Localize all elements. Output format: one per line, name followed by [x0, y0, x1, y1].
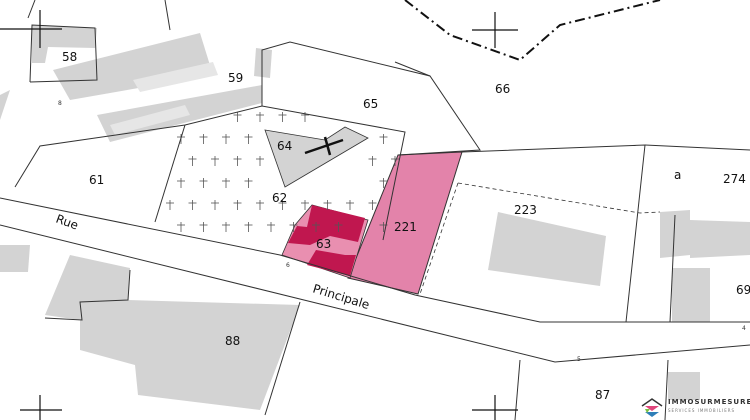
- parcel-label-65: 65: [363, 97, 378, 111]
- parcel-label-274: 274: [723, 172, 746, 186]
- parcel-label-87: 87: [595, 388, 610, 402]
- house-number-6: 6: [286, 262, 290, 269]
- parcel-label-58: 58: [62, 50, 77, 64]
- house-number-4: 4: [742, 325, 746, 332]
- parcel-label-223: 223: [514, 203, 537, 217]
- parcel-label-63: 63: [316, 237, 331, 251]
- parcel-221-highlight: [347, 151, 463, 295]
- logo-name: IMMOSURMESURE: [668, 398, 750, 406]
- logo: IMMOSURMESURE SERVICES IMMOBILIERS: [640, 396, 750, 420]
- parcel-label-88: 88: [225, 334, 240, 348]
- house-number-8: 8: [58, 100, 62, 107]
- house-number-5: 5: [577, 356, 581, 363]
- parcel-label-62: 62: [272, 191, 287, 205]
- logo-tagline: SERVICES IMMOBILIERS: [668, 408, 736, 413]
- parcel-label-59: 59: [228, 71, 243, 85]
- street-label-principale: Principale: [311, 281, 371, 312]
- parcel-label-61: 61: [89, 173, 104, 187]
- parcel-label-69: 69: [736, 283, 750, 297]
- house-logo-icon: [641, 398, 663, 417]
- parcel-label-a: a: [674, 168, 681, 182]
- parcel-label-64: 64: [277, 139, 292, 153]
- parcel-63-buildings: [288, 205, 365, 276]
- parcel-label-221: 221: [394, 220, 417, 234]
- parcel-label-66: 66: [495, 82, 510, 96]
- grid-markers: [0, 10, 518, 420]
- street-label-rue: Rue: [54, 212, 80, 233]
